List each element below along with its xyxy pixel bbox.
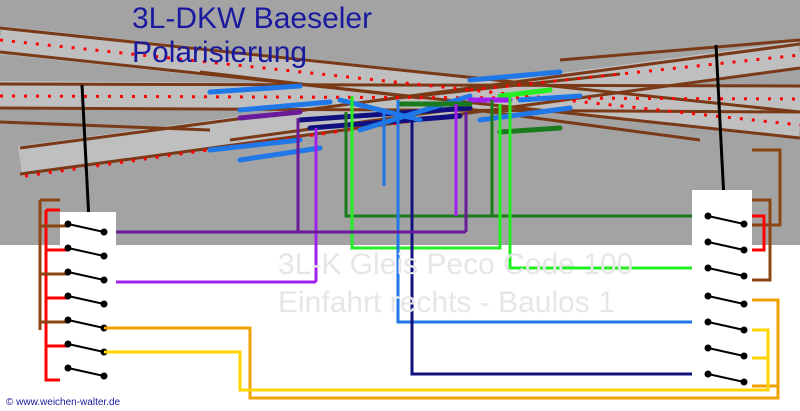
watermark-line-1: 3L-K Gleis Peco Code 100 [278, 248, 634, 281]
return-loops [104, 326, 780, 400]
track-centerlines [0, 38, 800, 178]
right-panel [692, 148, 782, 400]
title-line-1: 3L-DKW Baeseler [132, 2, 373, 35]
drop-wires [296, 96, 720, 376]
copyright-credit: © www.weichen-walter.de [6, 397, 121, 408]
watermark-line-2: Einfahrt rechts - Baulos 1 [278, 286, 615, 319]
title-line-2: Polarisierung [132, 36, 308, 69]
left-feeds [100, 230, 466, 284]
left-panel [38, 198, 116, 402]
